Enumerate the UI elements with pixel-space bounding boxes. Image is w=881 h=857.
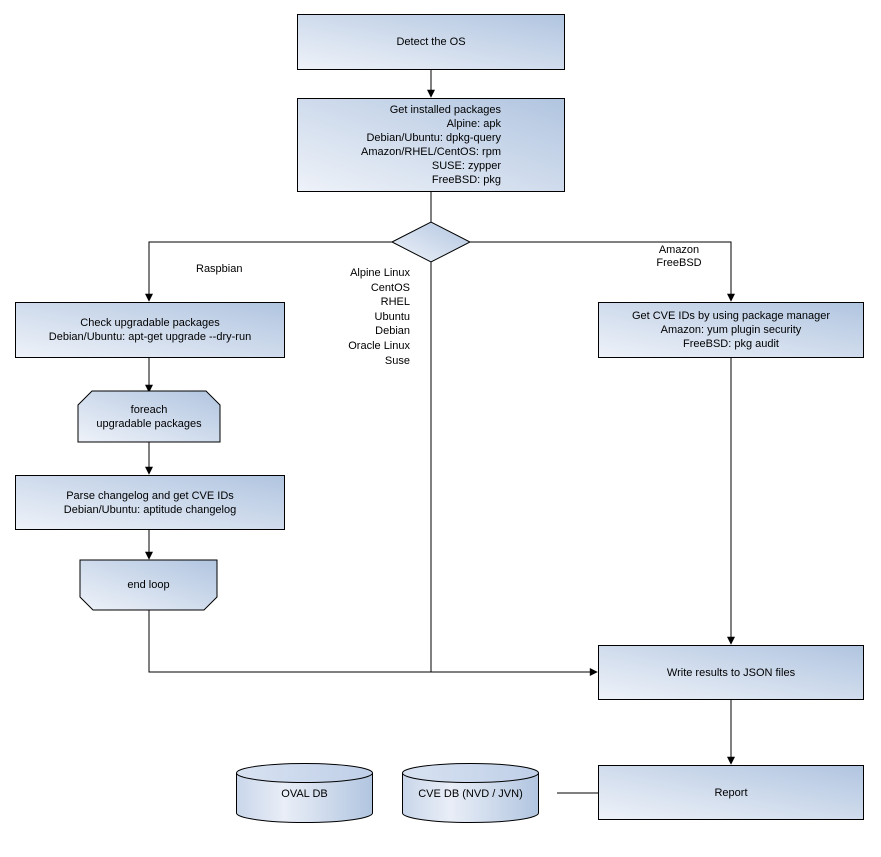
edge-label-amazon-freebsd: Amazon FreeBSD [656, 244, 702, 269]
node-check-upgradable-packages-label: Check upgradable packages Debian/Ubuntu:… [48, 317, 252, 343]
cve-db-cylinder-body [402, 773, 539, 823]
node-report: Report [598, 765, 864, 820]
node-parse-changelog-label: Parse changelog and get CVE IDs Debian/U… [63, 489, 237, 516]
node-report-label: Report [714, 786, 748, 799]
node-detect-os-label: Detect the OS [396, 36, 466, 48]
edge-label-raspbian: Raspbian [196, 263, 243, 275]
node-get-cve-ids: Get CVE IDs by using package manager Ama… [598, 302, 864, 358]
node-get-cve-ids-label: Get CVE IDs by using package manager Ama… [631, 310, 831, 350]
node-check-upgradable-packages: Check upgradable packages Debian/Ubuntu:… [15, 302, 285, 358]
oval-db-cylinder-body [236, 773, 373, 823]
end-loop-shape [79, 559, 218, 611]
os-decision-diamond [390, 221, 472, 263]
edge-endloop-to-write-results [148, 610, 598, 676]
cve-db-cylinder-top [402, 763, 539, 783]
node-get-installed-packages-label: Get installed packages Alpine: apk Debia… [361, 104, 501, 186]
edge-label-os-list: Alpine Linux CentOS RHEL Ubuntu Debian O… [348, 267, 410, 367]
node-detect-os: Detect the OS [297, 14, 565, 70]
edge-decision-to-check-upgradable [145, 241, 392, 302]
oval-db-cylinder-top [236, 763, 373, 783]
node-get-installed-packages: Get installed packages Alpine: apk Debia… [297, 98, 565, 192]
node-write-results: Write results to JSON files [598, 645, 864, 700]
node-write-results-label: Write results to JSON files [666, 666, 796, 679]
foreach-loop-start-shape [77, 390, 221, 443]
edge-decision-to-get-cve [470, 241, 735, 302]
node-parse-changelog: Parse changelog and get CVE IDs Debian/U… [15, 475, 285, 530]
